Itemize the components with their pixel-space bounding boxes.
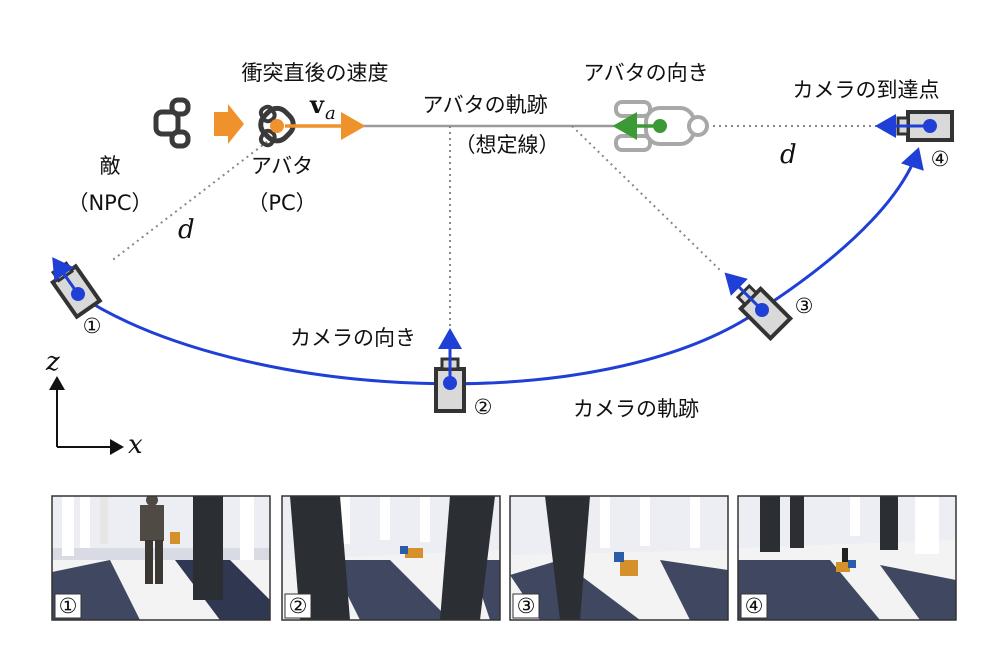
view-4-marker: ④ [745, 594, 764, 618]
view-1-marker: ① [59, 594, 78, 618]
enemy-npc-label: （NPC） [67, 191, 152, 215]
velocity-subscript: a [325, 103, 336, 124]
collision-arrow-icon [214, 104, 244, 144]
camera-view-4 [738, 496, 956, 620]
avatar-label: アバタ [251, 154, 313, 178]
view-3-marker: ③ [517, 594, 536, 618]
avatar-trajectory-label: アバタの軌跡 [422, 93, 547, 117]
camera-1-marker: ① [83, 314, 102, 338]
camera-trajectory-curve [79, 147, 924, 386]
camera-3-marker: ③ [795, 294, 814, 318]
camera-3-icon [724, 272, 794, 342]
guide-camera-3 [571, 125, 723, 273]
avatar-ghost-icon [612, 100, 709, 152]
camera-2-marker: ② [474, 395, 493, 419]
distance-right-label: d [780, 140, 797, 170]
distance-left-dotted [109, 137, 273, 263]
avatar-icon [258, 104, 296, 148]
camera-view-2 [282, 496, 500, 620]
view-2-marker: ② [289, 594, 308, 618]
avatar-orientation-label: アバタの向き [583, 61, 708, 85]
camera-1-icon [49, 257, 103, 320]
camera-view-3 [510, 496, 728, 620]
camera-orientation-label: カメラの向き [290, 326, 416, 350]
velocity-symbol: v [309, 90, 325, 119]
camera-destination-label: カメラの到達点 [793, 78, 940, 102]
velocity-label: 衝突直後の速度 [242, 61, 389, 85]
camera-trajectory-label: カメラの軌跡 [573, 397, 699, 421]
enemy-icon [153, 97, 191, 149]
camera-view-1 [52, 496, 270, 620]
assumed-line-label: （想定線） [455, 133, 560, 157]
camera-4-icon [875, 110, 954, 142]
enemy-label: 敵 [100, 154, 121, 178]
camera-2-icon [434, 328, 466, 413]
axis-indicator [49, 376, 124, 455]
avatar-pc-label: （PC） [247, 191, 316, 215]
axis-x-label: x [128, 430, 143, 460]
axis-z-label: z [45, 347, 60, 377]
camera-4-marker: ④ [931, 147, 950, 171]
distance-left-label: d [178, 215, 195, 245]
